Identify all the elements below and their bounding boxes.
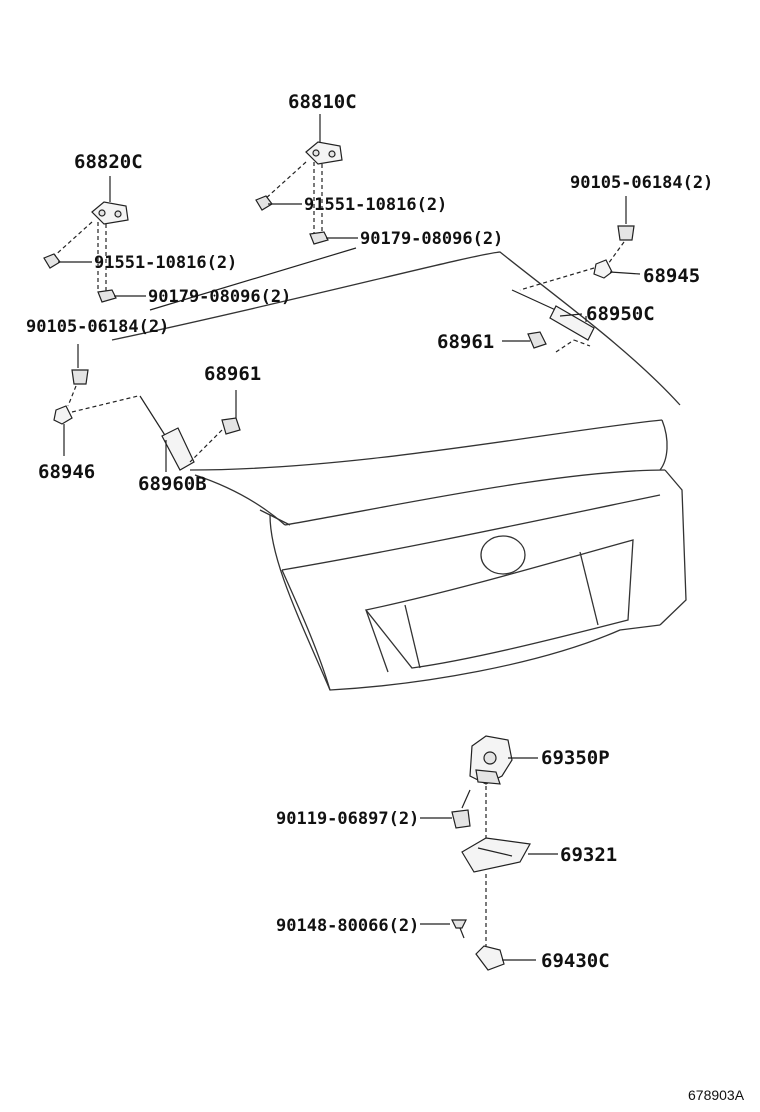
label-69430c: 69430C	[541, 950, 610, 972]
latch-69350p	[469, 735, 538, 785]
label-68820c: 68820C	[74, 151, 143, 173]
leader-90179-mid	[149, 247, 357, 311]
stopper-68961-left	[189, 390, 241, 463]
trunk-lid-panel	[111, 251, 687, 691]
striker-69430c	[475, 945, 536, 971]
label-90148: 90148-80066(2)	[276, 916, 419, 936]
diagram-code: 678903A	[688, 1087, 745, 1103]
label-68960b: 68960B	[138, 473, 207, 495]
bracket-68945	[519, 259, 641, 291]
gas-strut-68960b	[139, 395, 195, 472]
label-68950c: 68950C	[586, 303, 655, 325]
stopper-68961-right	[502, 331, 547, 349]
label-69350p: 69350P	[541, 747, 610, 769]
bracket-68820c	[51, 176, 129, 292]
bolt-90119	[420, 789, 471, 829]
label-90179-left: 90179-08096(2)	[148, 287, 291, 307]
label-90105-top-right: 90105-06184(2)	[570, 173, 713, 193]
label-90105-left: 90105-06184(2)	[26, 317, 169, 337]
clip-91551-left	[43, 253, 92, 269]
bolt-90105-left	[67, 344, 89, 407]
gas-strut-68950c	[511, 289, 595, 353]
label-90179-mid: 90179-08096(2)	[360, 229, 503, 249]
clip-91551-mid	[255, 195, 302, 211]
label-68810c: 68810C	[288, 91, 357, 113]
nut-90179-mid	[309, 231, 358, 245]
label-68961-left: 68961	[204, 363, 261, 385]
label-90119: 90119-06897(2)	[276, 809, 419, 829]
bracket-68810c	[263, 114, 343, 236]
bolt-90105-right	[607, 196, 635, 265]
label-68946: 68946	[38, 461, 95, 483]
cover-69321	[461, 837, 558, 873]
nut-90179-left	[97, 289, 146, 303]
label-91551-left: 91551-10816(2)	[94, 253, 237, 273]
label-68945: 68945	[643, 265, 700, 287]
label-68961-right: 68961	[437, 331, 494, 353]
screw-90148	[420, 919, 467, 939]
bracket-68946	[53, 395, 139, 456]
label-69321: 69321	[560, 844, 617, 866]
label-91551-mid: 91551-10816(2)	[304, 195, 447, 215]
